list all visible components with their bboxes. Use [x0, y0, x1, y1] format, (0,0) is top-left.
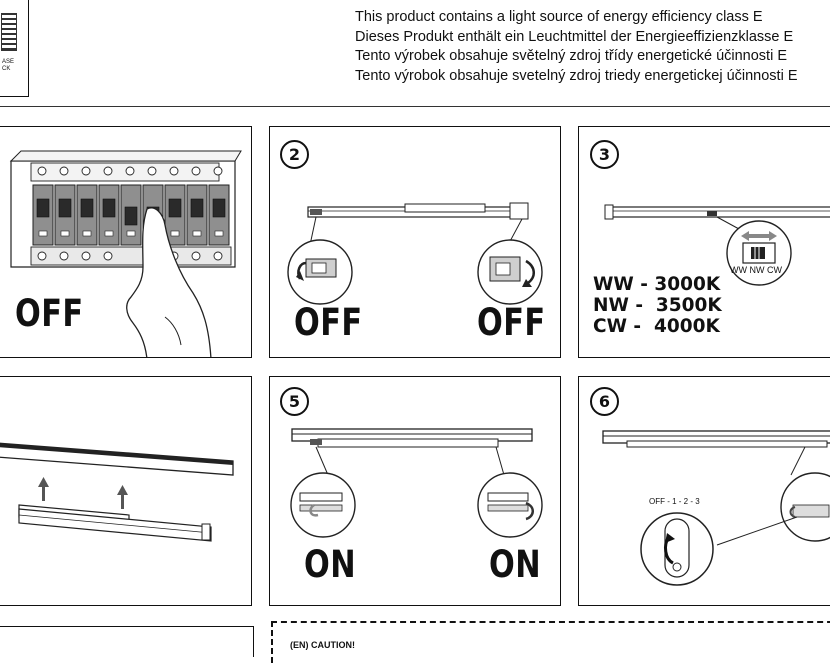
caution-title: (EN) CAUTION! [290, 640, 355, 650]
step7-panel-top [0, 626, 254, 657]
step6-number: 6 [590, 387, 619, 416]
step2-panel: 2 OFF OFF [269, 126, 561, 358]
step6-illustration [602, 430, 830, 586]
step1-off-label: OFF [15, 292, 84, 335]
header-divider [0, 106, 830, 107]
step5-illustration [290, 428, 543, 538]
step2-number: 2 [280, 140, 309, 169]
product-label-box: ASE CK [0, 0, 29, 97]
switch-positions-label: WW NW CW [730, 265, 782, 275]
label-box-text-1: ASE [2, 59, 15, 65]
energy-line-sk: Tento výrobok obsahuje svetelný zdroj tr… [355, 67, 798, 84]
energy-line-cz: Tento výrobek obsahuje světelný zdroj tř… [355, 48, 788, 64]
slide-arrow-icon [741, 231, 749, 241]
step1-panel: OFF [0, 126, 252, 358]
hand-icon [126, 207, 212, 357]
step5-panel: 5 ON ON [269, 376, 561, 606]
label-box-text-2: CK [2, 66, 11, 72]
step6-panel: 6 OFF - 1 - 2 - 3 [578, 376, 830, 606]
step2-illustration [287, 202, 543, 305]
dial-positions-label: OFF - 1 - 2 - 3 [649, 497, 700, 506]
temp-nw: NW - 3500K [593, 295, 722, 316]
energy-line-en: This product contains a light source of … [355, 9, 763, 25]
temp-ww: WW - 3000K [593, 274, 721, 295]
step5-on-left-label: ON [304, 543, 357, 586]
caution-box: (EN) CAUTION! [271, 621, 830, 663]
breaker-illustration [9, 150, 242, 357]
step4-illustration [0, 442, 234, 542]
step3-panel: 3 WW NW CW WW - 3000K NW - 3500K CW - 40… [578, 126, 830, 358]
energy-efficiency-notice: This product contains a light source of … [355, 8, 830, 86]
temp-cw: CW - 4000K [593, 316, 720, 337]
energy-line-de: Dieses Produkt enthält ein Leuchtmittel … [355, 28, 794, 45]
step5-on-right-label: ON [489, 543, 542, 586]
label-box-icon [1, 13, 17, 51]
step2-off-right-label: OFF [477, 301, 546, 344]
step4-panel [0, 376, 252, 606]
step2-off-left-label: OFF [294, 301, 363, 344]
step3-number: 3 [590, 140, 619, 169]
step3-illustration [604, 204, 830, 286]
step5-number: 5 [280, 387, 309, 416]
